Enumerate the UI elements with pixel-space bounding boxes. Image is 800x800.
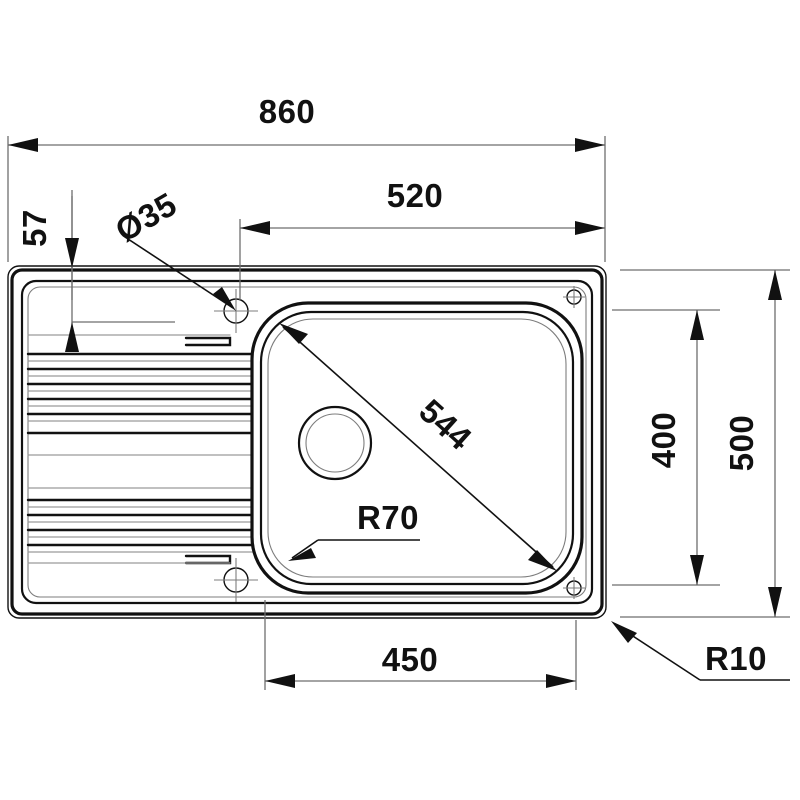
sink-outer-rim [7,265,607,619]
arrow-400-top [690,310,704,340]
dimension-overall-width: 860 [7,93,606,262]
dim-label-450: 450 [382,641,439,678]
drainboard-grooves [26,334,254,565]
dim-label-r70: R70 [357,499,419,536]
arrow-left [8,138,38,152]
arrow-520-right [575,221,605,235]
bowl-outer-lip [250,301,584,595]
leader-line-r70-angled [291,539,319,559]
sink-body-group [7,265,607,619]
arrow-500-top [768,270,782,300]
arrow-450-right [546,674,576,688]
arrow-500-bottom [768,587,782,617]
dimension-bowl-width: 450 [264,600,577,690]
arrow-r70 [288,548,316,561]
arrow-right [575,138,605,152]
drain-outer-circle [297,405,373,481]
dimension-inner-depth: 400 [612,309,720,586]
dimension-body-radius: R10 [611,621,790,681]
dim-label-520: 520 [387,177,444,214]
bowl-floor-line [267,318,567,578]
dim-label-57: 57 [16,209,53,247]
sink-deck-inner-edge [20,279,594,605]
dimension-bowl-offset: 520 [239,177,605,300]
dim-label-400: 400 [645,412,682,469]
drainboard-step-top [184,336,232,347]
mounting-clip-bottom-right [563,577,585,599]
mounting-clip-top-right [563,286,585,308]
sink-body-outline [10,268,604,616]
dim-label-r10: R10 [705,640,767,677]
drain-inner-circle [305,413,365,473]
arrow-544-end [528,550,557,571]
dim-label-dia35: Ø35 [109,185,183,249]
bowl-inner-wall [259,310,575,586]
arrow-dia35 [213,287,236,311]
dim-label-500: 500 [723,415,760,472]
arrow-57-bottom [65,322,79,352]
tap-hole-group [214,289,258,602]
dim-line-544 [282,326,554,568]
sink-deck-offset-line [27,286,587,598]
drainboard-step-bottom [184,554,232,565]
dim-label-544: 544 [412,392,479,457]
arrow-520-left [240,221,270,235]
dimension-bowl-radius: R70 [288,499,420,561]
arrow-57-top [65,238,79,268]
mounting-clip-group [563,286,585,599]
leader-line-dia35 [124,236,234,309]
dimension-overall-depth: 500 [620,269,790,618]
arrow-400-bottom [690,555,704,585]
arrow-544-start [279,323,308,344]
dim-label-860: 860 [259,93,316,130]
dimension-rim-width: 57 [16,190,175,352]
drain-outlet-group [297,405,373,481]
arrow-450-left [265,674,295,688]
arrow-r10 [611,621,637,643]
dimension-tap-hole-diameter: Ø35 [109,185,236,311]
sink-bowl-group [250,301,584,595]
